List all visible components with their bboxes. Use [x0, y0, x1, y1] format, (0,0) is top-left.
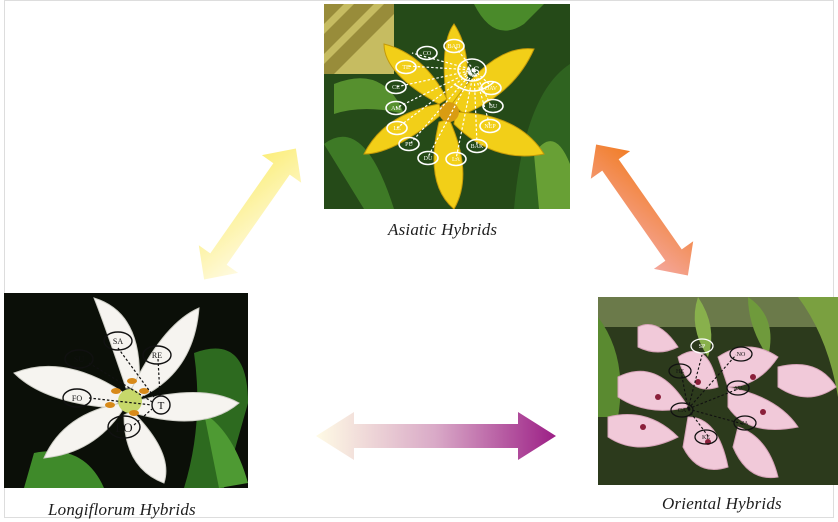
- as-node-bu: BU: [489, 104, 498, 110]
- arrow-asiatic-longiflorum: [184, 135, 315, 294]
- as-node-du: DU: [424, 156, 433, 162]
- or-node-he: HE: [676, 369, 684, 375]
- lo-node-su: SU: [74, 355, 84, 364]
- as-node-bak: BAK: [471, 144, 484, 150]
- lo-hub-t: T: [158, 400, 165, 412]
- or-node-no: NO: [737, 352, 746, 358]
- arrow-asiatic-oriental: [576, 131, 707, 290]
- as-node-le: LE: [393, 126, 401, 132]
- as-node-ce: CE: [392, 85, 400, 91]
- as-node-co: CO: [423, 51, 432, 57]
- oriental-photo: SP NO HE AU CA JA KE: [598, 297, 838, 485]
- or-node-ja: JA: [742, 421, 749, 427]
- as-node-bad: BAD: [448, 44, 461, 50]
- as-node-am: AM: [391, 106, 401, 112]
- oriental-network: SP NO HE AU CA JA KE: [598, 297, 838, 485]
- or-node-au: AU: [734, 386, 743, 392]
- asiatic-photo: CO BAD DAV BU NEP BAK LA DU PU LE AM CE …: [324, 4, 570, 209]
- lo-node-fo: FO: [72, 394, 82, 403]
- as-node-pu: PU: [405, 142, 413, 148]
- or-node-sp: SP: [699, 344, 706, 350]
- asiatic-network: CO BAD DAV BU NEP BAK LA DU PU LE AM CE …: [324, 4, 570, 209]
- caption-longiflorum: Longiflorum Hybrids: [48, 500, 196, 520]
- arrow-longiflorum-oriental: [316, 412, 556, 460]
- as-node-te: TE: [402, 65, 410, 71]
- or-node-ke: KE: [702, 435, 710, 441]
- lo-hub-lo: LO: [115, 420, 132, 435]
- lo-node-re: RE: [152, 351, 162, 360]
- as-hub: AS: [464, 63, 479, 77]
- longiflorum-photo: SU SA RE FO LO T: [4, 293, 248, 488]
- as-node-nep: NEP: [484, 124, 496, 130]
- longiflorum-network: SU SA RE FO LO T: [4, 293, 248, 488]
- caption-asiatic: Asiatic Hybrids: [388, 220, 497, 240]
- lo-node-sa: SA: [113, 337, 123, 346]
- as-node-dav: DAV: [485, 86, 498, 92]
- or-node-ca: CA: [678, 408, 687, 414]
- as-node-la: LA: [452, 157, 461, 163]
- caption-oriental: Oriental Hybrids: [662, 494, 782, 514]
